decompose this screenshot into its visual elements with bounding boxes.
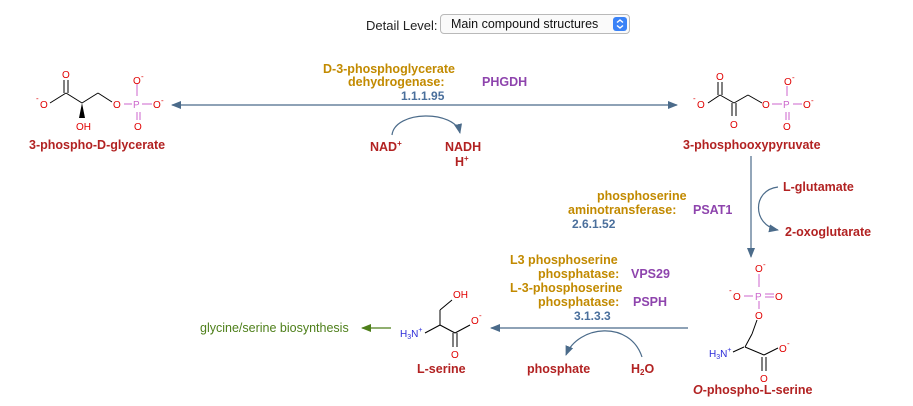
atom-h3n: H3N+: [709, 347, 731, 361]
ec-number-r1[interactable]: 1.1.1.95: [401, 89, 445, 103]
atom-o: O: [471, 316, 479, 327]
compound-l-serine[interactable]: L-serine: [417, 362, 466, 376]
atom-o: O: [803, 100, 811, 111]
enzyme-name-r3a-cont[interactable]: phosphatase:: [538, 267, 619, 281]
atom-o: O: [133, 76, 141, 87]
atom-o: O: [775, 292, 783, 303]
structure-3-phospho-d-glycerate[interactable]: O O - OH O P O - O - O: [36, 70, 164, 133]
gene-vps29[interactable]: VPS29: [631, 267, 670, 281]
atom-charge: -: [479, 311, 482, 320]
enzyme-name-r2[interactable]: phosphoserine: [597, 189, 687, 203]
atom-o: O: [113, 100, 121, 111]
enzyme-name-r2-cont[interactable]: aminotransferase:: [568, 203, 676, 217]
gene-psph[interactable]: PSPH: [633, 295, 667, 309]
structure-o-phospho-l-serine[interactable]: O - O - P O O H3N+ O - O: [709, 260, 790, 385]
atom-charge: -: [141, 72, 144, 81]
compound-o-phospho-l-serine[interactable]: O-phospho-L-serine: [693, 383, 812, 397]
atom-o: O: [451, 350, 459, 361]
pathway-link-glycine-serine[interactable]: glycine/serine biosynthesis: [200, 321, 349, 335]
atom-o: O: [784, 77, 792, 88]
detail-level-value: Main compound structures: [451, 17, 599, 31]
structure-3-phosphooxypyruvate[interactable]: O O - O O P O - O - O: [693, 72, 814, 133]
atom-charge: -: [161, 96, 164, 105]
compound-phosphate[interactable]: phosphate: [527, 362, 590, 376]
compound-l-glutamate[interactable]: L-glutamate: [783, 180, 854, 194]
enzyme-name-r1[interactable]: D-3-phosphoglycerate: [323, 62, 455, 76]
compound-3-phosphooxypyruvate[interactable]: 3-phosphooxypyruvate: [683, 138, 821, 152]
cofactor-arrow-r3: [565, 330, 643, 358]
atom-o: O: [153, 100, 161, 111]
compound-h2o[interactable]: H2O: [631, 362, 654, 377]
structure-l-serine[interactable]: OH H3N+ O - O: [400, 290, 482, 361]
atom-o: O: [40, 100, 48, 111]
atom-charge: -: [36, 94, 39, 103]
cofactor-arrow-r2: [757, 186, 779, 233]
atom-o: O: [783, 122, 791, 133]
atom-p: P: [783, 100, 790, 111]
compound-2-oxoglutarate[interactable]: 2-oxoglutarate: [785, 225, 871, 239]
atom-o: O: [733, 292, 741, 303]
ec-number-r2[interactable]: 2.6.1.52: [572, 217, 616, 231]
atom-p: P: [755, 292, 762, 303]
atom-o: O: [760, 374, 768, 385]
compound-3-phospho-d-glycerate[interactable]: 3-phospho-D-glycerate: [29, 138, 165, 152]
compound-nad[interactable]: NAD+: [370, 139, 402, 154]
detail-level-label: Detail Level:: [366, 18, 438, 33]
atom-oh: OH: [76, 122, 91, 133]
atom-o: O: [716, 72, 724, 83]
compound-nadh[interactable]: NADH: [445, 140, 481, 154]
gene-psat1[interactable]: PSAT1: [693, 203, 732, 217]
atom-o: O: [755, 264, 763, 275]
atom-o: O: [762, 100, 770, 111]
atom-charge: -: [763, 260, 766, 269]
atom-charge: -: [787, 339, 790, 348]
detail-level-select[interactable]: Main compound structures: [440, 14, 630, 34]
atom-charge: -: [693, 94, 696, 103]
compound-h-plus[interactable]: H+: [455, 154, 469, 169]
atom-h3n: H3N+: [400, 327, 422, 341]
atom-charge: -: [811, 96, 814, 105]
gene-phgdh[interactable]: PHGDH: [482, 75, 527, 89]
atom-o: O: [62, 70, 70, 81]
enzyme-name-r1-cont[interactable]: dehydrogenase:: [348, 75, 445, 89]
ec-number-r3[interactable]: 3.1.3.3: [574, 309, 611, 323]
atom-o: O: [134, 122, 142, 133]
atom-charge: -: [792, 73, 795, 82]
atom-o: O: [755, 311, 763, 322]
cofactor-arrow-r1: [391, 115, 462, 136]
atom-charge: -: [729, 286, 732, 295]
atom-oh: OH: [453, 290, 468, 301]
atom-p: P: [133, 100, 140, 111]
select-stepper-icon[interactable]: [613, 17, 627, 31]
detail-level-control: Detail Level: Main compound structures: [0, 14, 913, 36]
enzyme-name-r3a[interactable]: L3 phosphoserine: [510, 253, 618, 267]
enzyme-name-r3b[interactable]: L-3-phosphoserine: [510, 281, 623, 295]
enzyme-name-r3b-cont[interactable]: phosphatase:: [538, 295, 619, 309]
atom-o: O: [697, 100, 705, 111]
atom-o: O: [730, 120, 738, 131]
atom-o: O: [779, 344, 787, 355]
